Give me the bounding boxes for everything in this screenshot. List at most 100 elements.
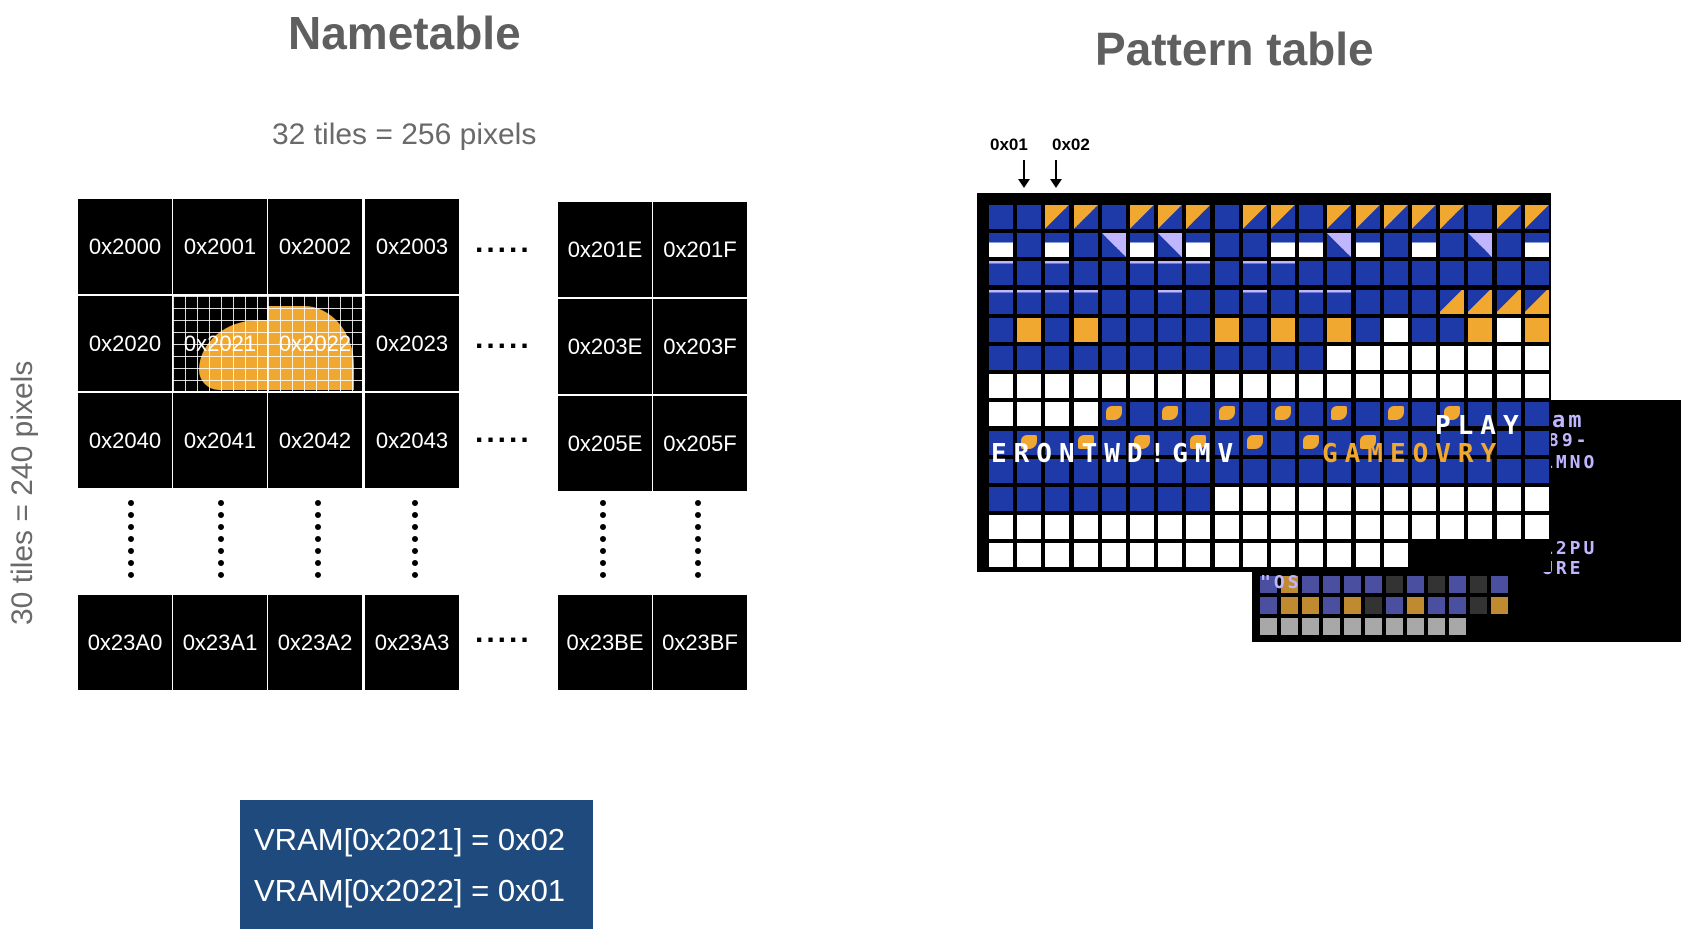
- pattern-tile: [1496, 402, 1521, 427]
- pattern-tile: [1101, 233, 1126, 258]
- tile-address: 0x23A2: [277, 629, 353, 655]
- pattern-tile: [1073, 515, 1098, 540]
- tile-cell: 0x203E: [558, 299, 652, 394]
- pattern-tile: [1158, 458, 1183, 483]
- pattern-tile: [1158, 430, 1183, 455]
- pattern-tile: [1383, 487, 1408, 511]
- pattern-tile: [989, 515, 1013, 540]
- tile-address: 0x205E: [567, 430, 643, 456]
- pattern-tile: [1383, 374, 1408, 399]
- pattern-tile: [1271, 458, 1295, 483]
- pattern-tile: [1344, 618, 1361, 635]
- ellipsis-vertical: [315, 500, 321, 578]
- pattern-tile: [1355, 543, 1380, 568]
- pattern-tile: [1440, 458, 1465, 483]
- pattern-tile: [1412, 430, 1436, 455]
- pattern-tile: [1017, 289, 1042, 314]
- pattern-tile: [1242, 205, 1267, 229]
- pattern-tile: [1440, 261, 1465, 286]
- pattern-tile: [1101, 543, 1126, 568]
- pattern-tile: [1186, 487, 1211, 511]
- pattern-table-title: Pattern table: [1095, 23, 1374, 75]
- tile-address: 0x23A1: [182, 629, 258, 655]
- pattern-tile: [1468, 346, 1493, 370]
- pattern-tile: [989, 205, 1013, 229]
- pattern-text-letters: ERONTWD!GMV: [991, 439, 1241, 469]
- pattern-tile: [1468, 543, 1493, 568]
- pattern-tile: [1496, 205, 1521, 229]
- pattern-tile: [1355, 289, 1380, 314]
- pattern-tile: [1383, 458, 1408, 483]
- tile-address: 0x2040: [88, 427, 162, 453]
- ellipsis-vertical: [412, 500, 418, 578]
- pattern-tile: [1299, 233, 1324, 258]
- tile-cell: 0x23A3: [365, 595, 459, 690]
- pattern-tile: [1524, 543, 1549, 568]
- pattern-tile: [1327, 346, 1352, 370]
- pattern-tile: [1449, 576, 1466, 593]
- pattern-tile: [1407, 597, 1424, 614]
- pattern-tile: [989, 233, 1013, 258]
- pattern-tile: [1412, 205, 1436, 229]
- pattern-tile: [1365, 618, 1382, 635]
- pattern-tile: [1383, 346, 1408, 370]
- pattern-tile: [1158, 543, 1183, 568]
- pattern-tile: [1017, 374, 1042, 399]
- pattern-tile: [1496, 430, 1521, 455]
- pattern-tile: [1281, 618, 1298, 635]
- pattern-tile: [1045, 317, 1070, 342]
- pattern-tile: [1327, 374, 1352, 399]
- pattern-tile: [1242, 261, 1267, 286]
- pattern-tile: [1468, 233, 1493, 258]
- pattern-tile: [1412, 515, 1436, 540]
- pattern-tile: [1260, 597, 1277, 614]
- pattern-tile: [1344, 576, 1361, 593]
- pattern-glyph: [1359, 434, 1376, 449]
- pattern-tile: [1440, 515, 1465, 540]
- pattern-tile: [1017, 317, 1042, 342]
- pattern-tile: [1214, 317, 1239, 342]
- pattern-tile: [1242, 289, 1267, 314]
- pattern-tile: [1158, 261, 1183, 286]
- pattern-tile: [1412, 233, 1436, 258]
- pattern-tile: [1130, 261, 1154, 286]
- pattern-tile: [1299, 205, 1324, 229]
- pattern-tile: [1073, 317, 1098, 342]
- pattern-tile: [1186, 233, 1211, 258]
- pattern-tile: [1299, 515, 1324, 540]
- pattern-glyph: [1303, 434, 1320, 449]
- tile-address: 0x2041: [183, 427, 257, 453]
- tile-address: 0x203E: [567, 333, 643, 359]
- pattern-tile: [1299, 458, 1324, 483]
- pattern-tile: [1449, 618, 1466, 635]
- pattern-tile: [1323, 597, 1340, 614]
- pattern-tile: [989, 487, 1013, 511]
- pattern-tile: [989, 289, 1013, 314]
- pattern-tile: [1468, 402, 1493, 427]
- pattern-tile: [1130, 487, 1154, 511]
- vram-line-2: VRAM[0x2022] = 0x01: [254, 873, 566, 908]
- pattern-tile: [1299, 317, 1324, 342]
- pattern-tile: [1524, 458, 1549, 483]
- tile-cell: 0x2042: [268, 393, 362, 488]
- tile-cell: 0x2022: [268, 296, 362, 391]
- pattern-tile: [1101, 317, 1126, 342]
- pattern-tile: [1214, 515, 1239, 540]
- tile-address: 0x2020: [88, 330, 162, 356]
- pattern-glyph: [1444, 406, 1461, 421]
- pattern-tile: [1496, 233, 1521, 258]
- pattern-tile: [1323, 618, 1340, 635]
- pattern-tile: [1468, 317, 1493, 342]
- pattern-tile: [1130, 289, 1154, 314]
- pattern-tile: [1214, 261, 1239, 286]
- pattern-tile: [1073, 487, 1098, 511]
- pattern-tile: [1355, 233, 1380, 258]
- pattern-tile: [1383, 515, 1408, 540]
- pattern-tile: [1496, 261, 1521, 286]
- tile-cell: 0x2023: [365, 296, 459, 391]
- tile-cell: 0x201F: [653, 202, 747, 297]
- tile-cell: 0x205E: [558, 396, 652, 491]
- pattern-tile: [1299, 346, 1324, 370]
- pattern-tile: [1214, 346, 1239, 370]
- pattern-tile: [1440, 346, 1465, 370]
